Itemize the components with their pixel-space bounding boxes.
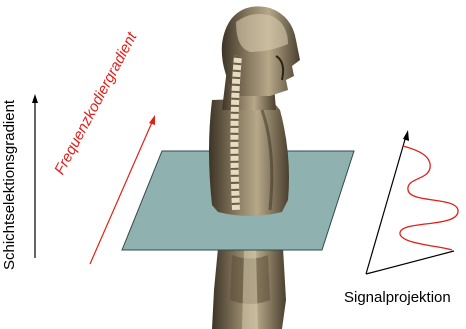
- signal-projection-axes: [366, 130, 454, 274]
- human-body-upper-icon: [209, 6, 300, 216]
- signal-projection-label: Signalprojektion: [344, 290, 451, 305]
- signal-curve: [400, 146, 458, 250]
- human-body-lower-icon: [212, 248, 286, 329]
- slice-gradient-arrow: [32, 94, 38, 258]
- slice-gradient-label: Schichtselektionsgradient: [2, 100, 17, 270]
